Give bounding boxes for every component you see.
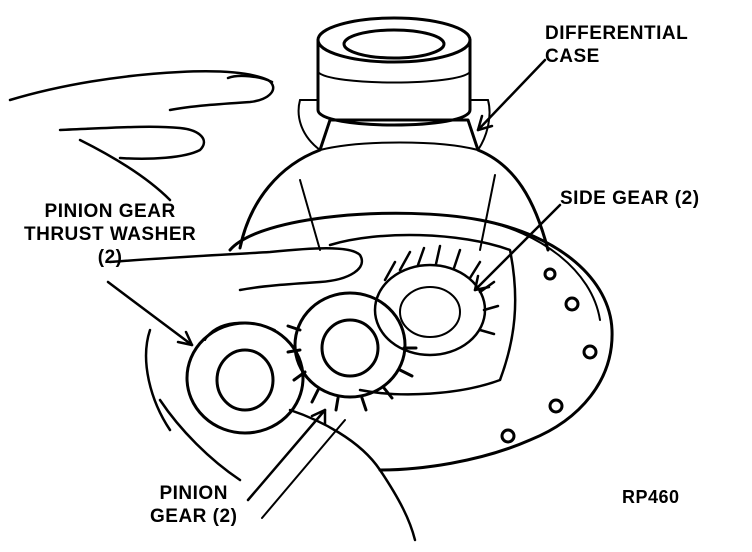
case-flange: [228, 211, 614, 472]
thrust-washer: [185, 321, 305, 435]
side-gear: [373, 244, 500, 357]
upper-hand: [8, 70, 275, 202]
case-body: [238, 118, 550, 396]
label-pinion-gear: PINION GEAR (2): [150, 482, 237, 528]
label-differential-case: DIFFERENTIAL CASE: [545, 22, 688, 68]
case-hub: [297, 16, 491, 151]
label-line: THRUST WASHER: [24, 224, 197, 245]
leader-lines: [106, 58, 562, 519]
pinion-gear: [286, 291, 418, 412]
label-line: (2): [97, 247, 123, 268]
label-line: GEAR (2): [150, 506, 238, 527]
label-side-gear: SIDE GEAR (2): [560, 187, 700, 210]
label-pinion-gear-thrust-washer: PINION GEAR THRUST WASHER (2): [24, 200, 196, 269]
label-line: SIDE GEAR (2): [560, 188, 700, 209]
label-line: DIFFERENTIAL: [545, 23, 689, 44]
figure-code: RP460: [622, 486, 680, 509]
label-line: PINION GEAR: [44, 201, 176, 222]
label-line: RP460: [622, 487, 680, 507]
label-line: PINION: [159, 483, 228, 504]
label-line: CASE: [545, 46, 600, 67]
